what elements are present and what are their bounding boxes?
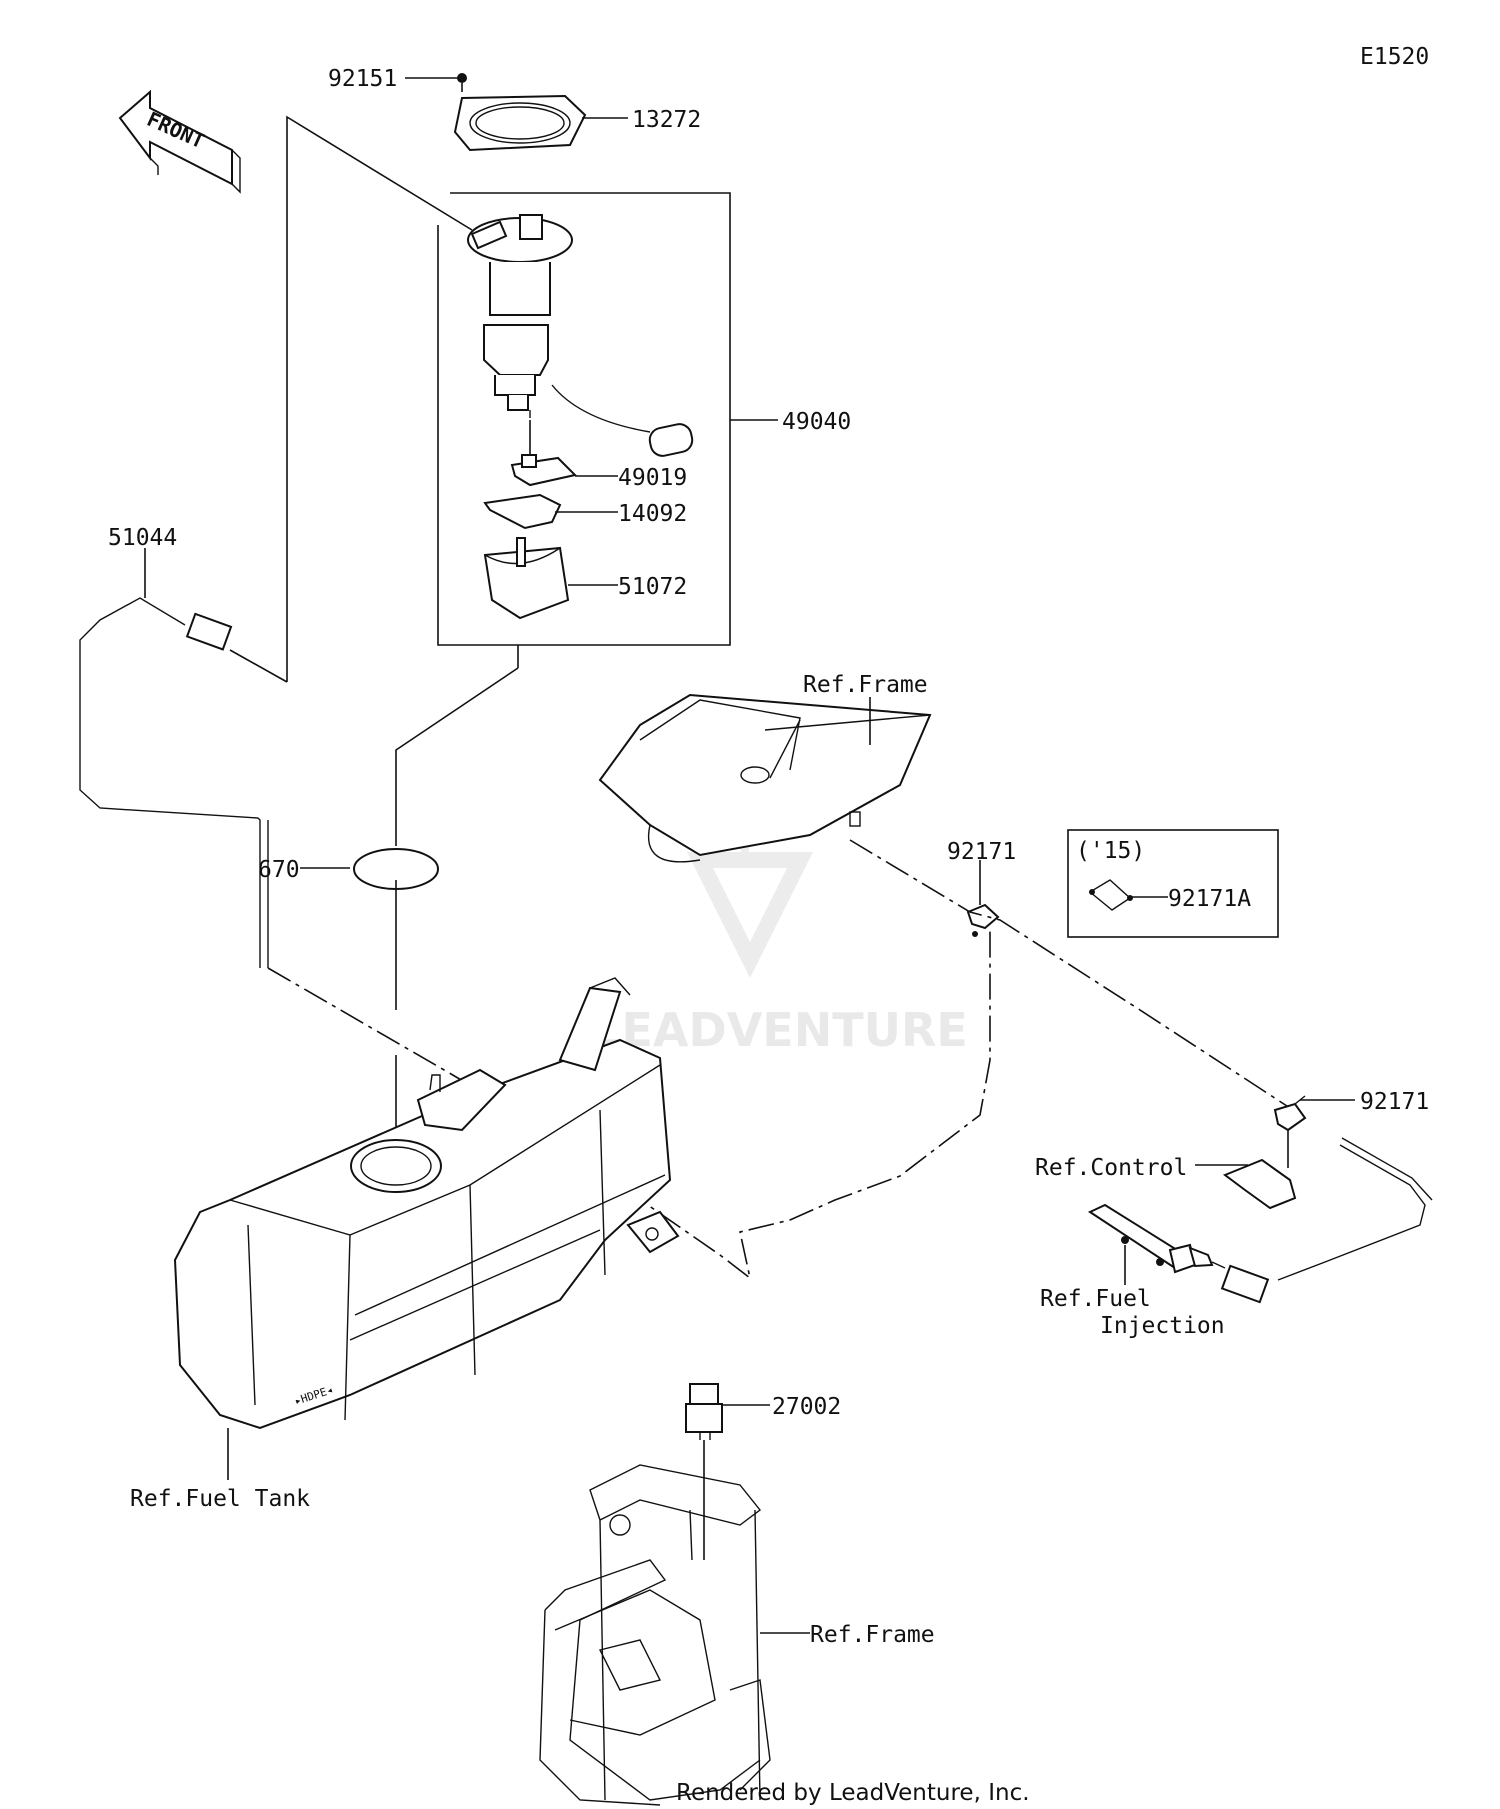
frame-bottom [539, 1464, 771, 1806]
fuel-tank: ▸HDPE◂ [173, 977, 680, 1430]
footer-credit: Rendered by LeadVenture, Inc. [676, 1780, 1030, 1806]
callout-ref-frame-bottom: Ref.Frame [810, 1622, 935, 1648]
callout-51072: 51072 [618, 574, 687, 600]
cup-51072 [483, 537, 570, 620]
front-arrow-icon: FRONT [118, 89, 241, 194]
callout-ref-frame-top: Ref.Frame [803, 672, 928, 698]
diagram-id: E1520 [1360, 44, 1429, 70]
callout-14092: 14092 [618, 501, 687, 527]
fuel-hose-right [1220, 1137, 1433, 1304]
callout-92151: 92151 [328, 66, 397, 92]
assembly-bracket [437, 192, 731, 646]
callout-92171-right: 92171 [1360, 1089, 1429, 1115]
callout-670: 670 [258, 857, 300, 883]
clip-92171-right [1273, 1095, 1307, 1132]
fuel-pump-assembly [467, 214, 694, 457]
year-box [1067, 829, 1279, 938]
screw-92151 [405, 73, 467, 92]
callout-92171-top: 92171 [947, 839, 1016, 865]
clip-92171A [1088, 879, 1133, 911]
fuel-hose-51044 [79, 597, 288, 968]
callout-ref-fuel-injection-2: Injection [1100, 1313, 1225, 1339]
watermark-text: LEADVENTURE [592, 1003, 968, 1057]
callout-13272: 13272 [632, 107, 701, 133]
callout-year-box: ('15) [1076, 838, 1145, 864]
cap-14092 [483, 493, 562, 530]
frame-top [598, 693, 932, 863]
callout-92171A: 92171A [1168, 886, 1251, 912]
gasket-13272 [453, 94, 587, 152]
watermark: LEADVENTURE [592, 790, 968, 1057]
callout-ref-fuel-tank: Ref.Fuel Tank [130, 1486, 310, 1512]
callout-ref-control: Ref.Control [1035, 1155, 1187, 1181]
callout-49019: 49019 [618, 465, 687, 491]
control-bracket [1222, 1158, 1297, 1210]
leader-51044 [286, 115, 473, 682]
fuel-injection-rail [1087, 1203, 1239, 1283]
callout-27002: 27002 [772, 1394, 841, 1420]
callout-51044: 51044 [108, 525, 177, 551]
callout-ref-fuel-injection-1: Ref.Fuel [1040, 1286, 1151, 1312]
callout-49040: 49040 [782, 409, 851, 435]
clip-92171-top [966, 903, 1000, 937]
connector-27002 [685, 1383, 723, 1440]
routing-line-right [849, 839, 1291, 1109]
